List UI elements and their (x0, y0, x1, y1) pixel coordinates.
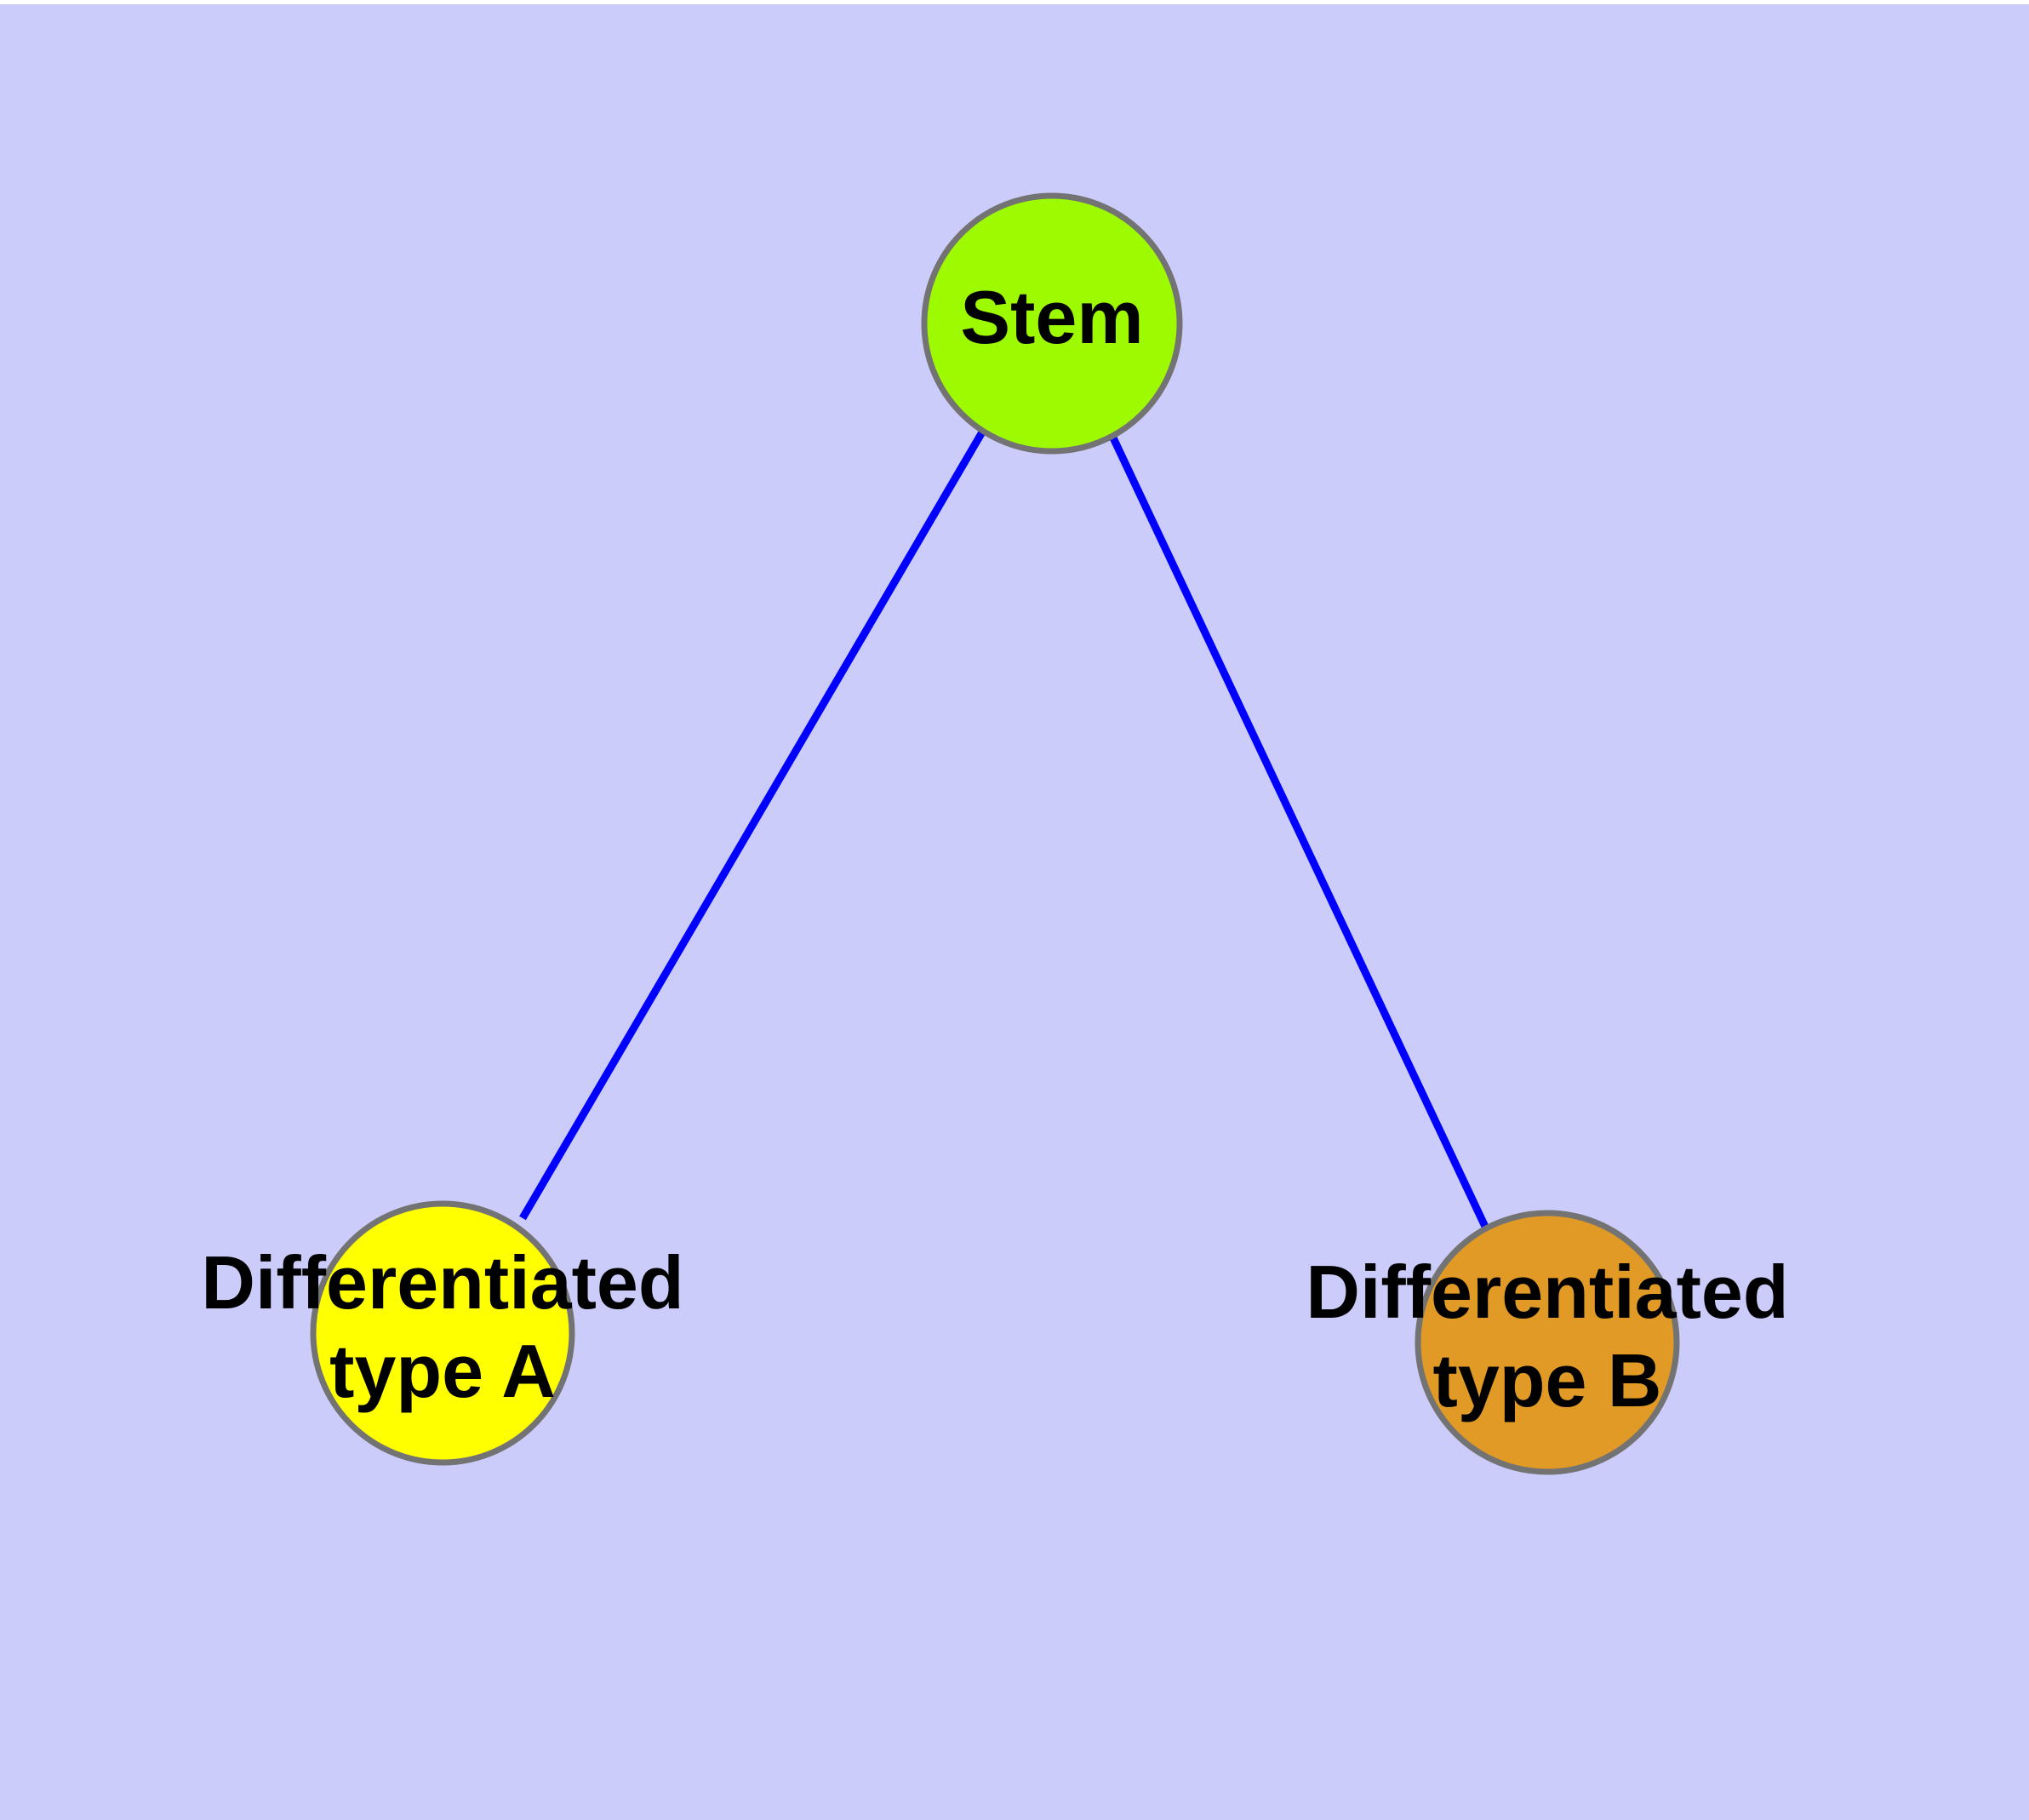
graph-edge[interactable] (1106, 431, 1490, 1230)
graph-node-diff_b[interactable] (1415, 1210, 1680, 1475)
node-label-line: Differentiated (201, 1240, 683, 1325)
nodes-layer (310, 192, 1680, 1475)
graph-node-stem[interactable] (921, 192, 1183, 455)
edges-layer (519, 428, 1490, 1230)
graph-node-diff_a[interactable] (310, 1200, 575, 1466)
node-label-line: type B (1433, 1338, 1662, 1422)
node-label-stem: Stem (960, 275, 1143, 359)
node-label-line: Stem (960, 275, 1143, 359)
node-label-line: Differentiated (1306, 1250, 1788, 1334)
node-label-line: type A (329, 1329, 556, 1413)
graph-edge[interactable] (519, 428, 986, 1221)
